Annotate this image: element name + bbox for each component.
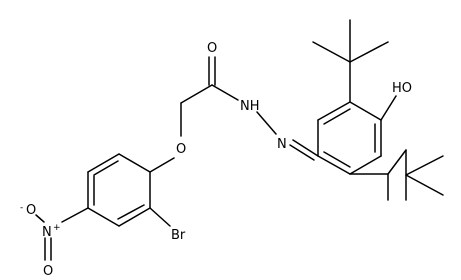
label-imine-n: N — [277, 137, 287, 152]
bond-ring-br — [149, 207, 171, 227]
bond-imine-double — [289, 139, 319, 161]
label-hydrazide-nh: NH — [240, 99, 260, 114]
label-nitro-o-top-charge: - — [20, 203, 23, 213]
bond-nh-n — [256, 111, 277, 135]
bond-nitro-double — [44, 237, 52, 261]
tert-butyl-top — [312, 19, 389, 103]
label-carbonyl-oxygen: O — [207, 41, 217, 56]
bond-carbonyl-nh — [211, 84, 239, 101]
ring-bromonitrophenyl — [87, 153, 151, 227]
label-nitro-n-charge: + — [53, 223, 61, 233]
label-hydroxyl: HO — [392, 81, 412, 96]
bond-ring-oh — [380, 95, 397, 121]
label-nitro-n: N — [42, 225, 52, 240]
label-nitro-o-bottom: O — [43, 264, 53, 279]
label-bromine: Br — [171, 228, 186, 243]
label-ether-oxygen: O — [176, 142, 186, 157]
bond-carbonyl-double — [208, 56, 216, 86]
bond-nitro-o-top — [35, 214, 45, 223]
bond-carbonyl-ch2 — [180, 84, 213, 104]
bond-ether-o-ring — [149, 157, 175, 173]
ring-phenol — [317, 101, 382, 175]
bond-ring-nitro — [61, 207, 89, 223]
tert-butyl-bottom — [349, 149, 444, 201]
label-nitro-o-top: O — [26, 203, 36, 218]
